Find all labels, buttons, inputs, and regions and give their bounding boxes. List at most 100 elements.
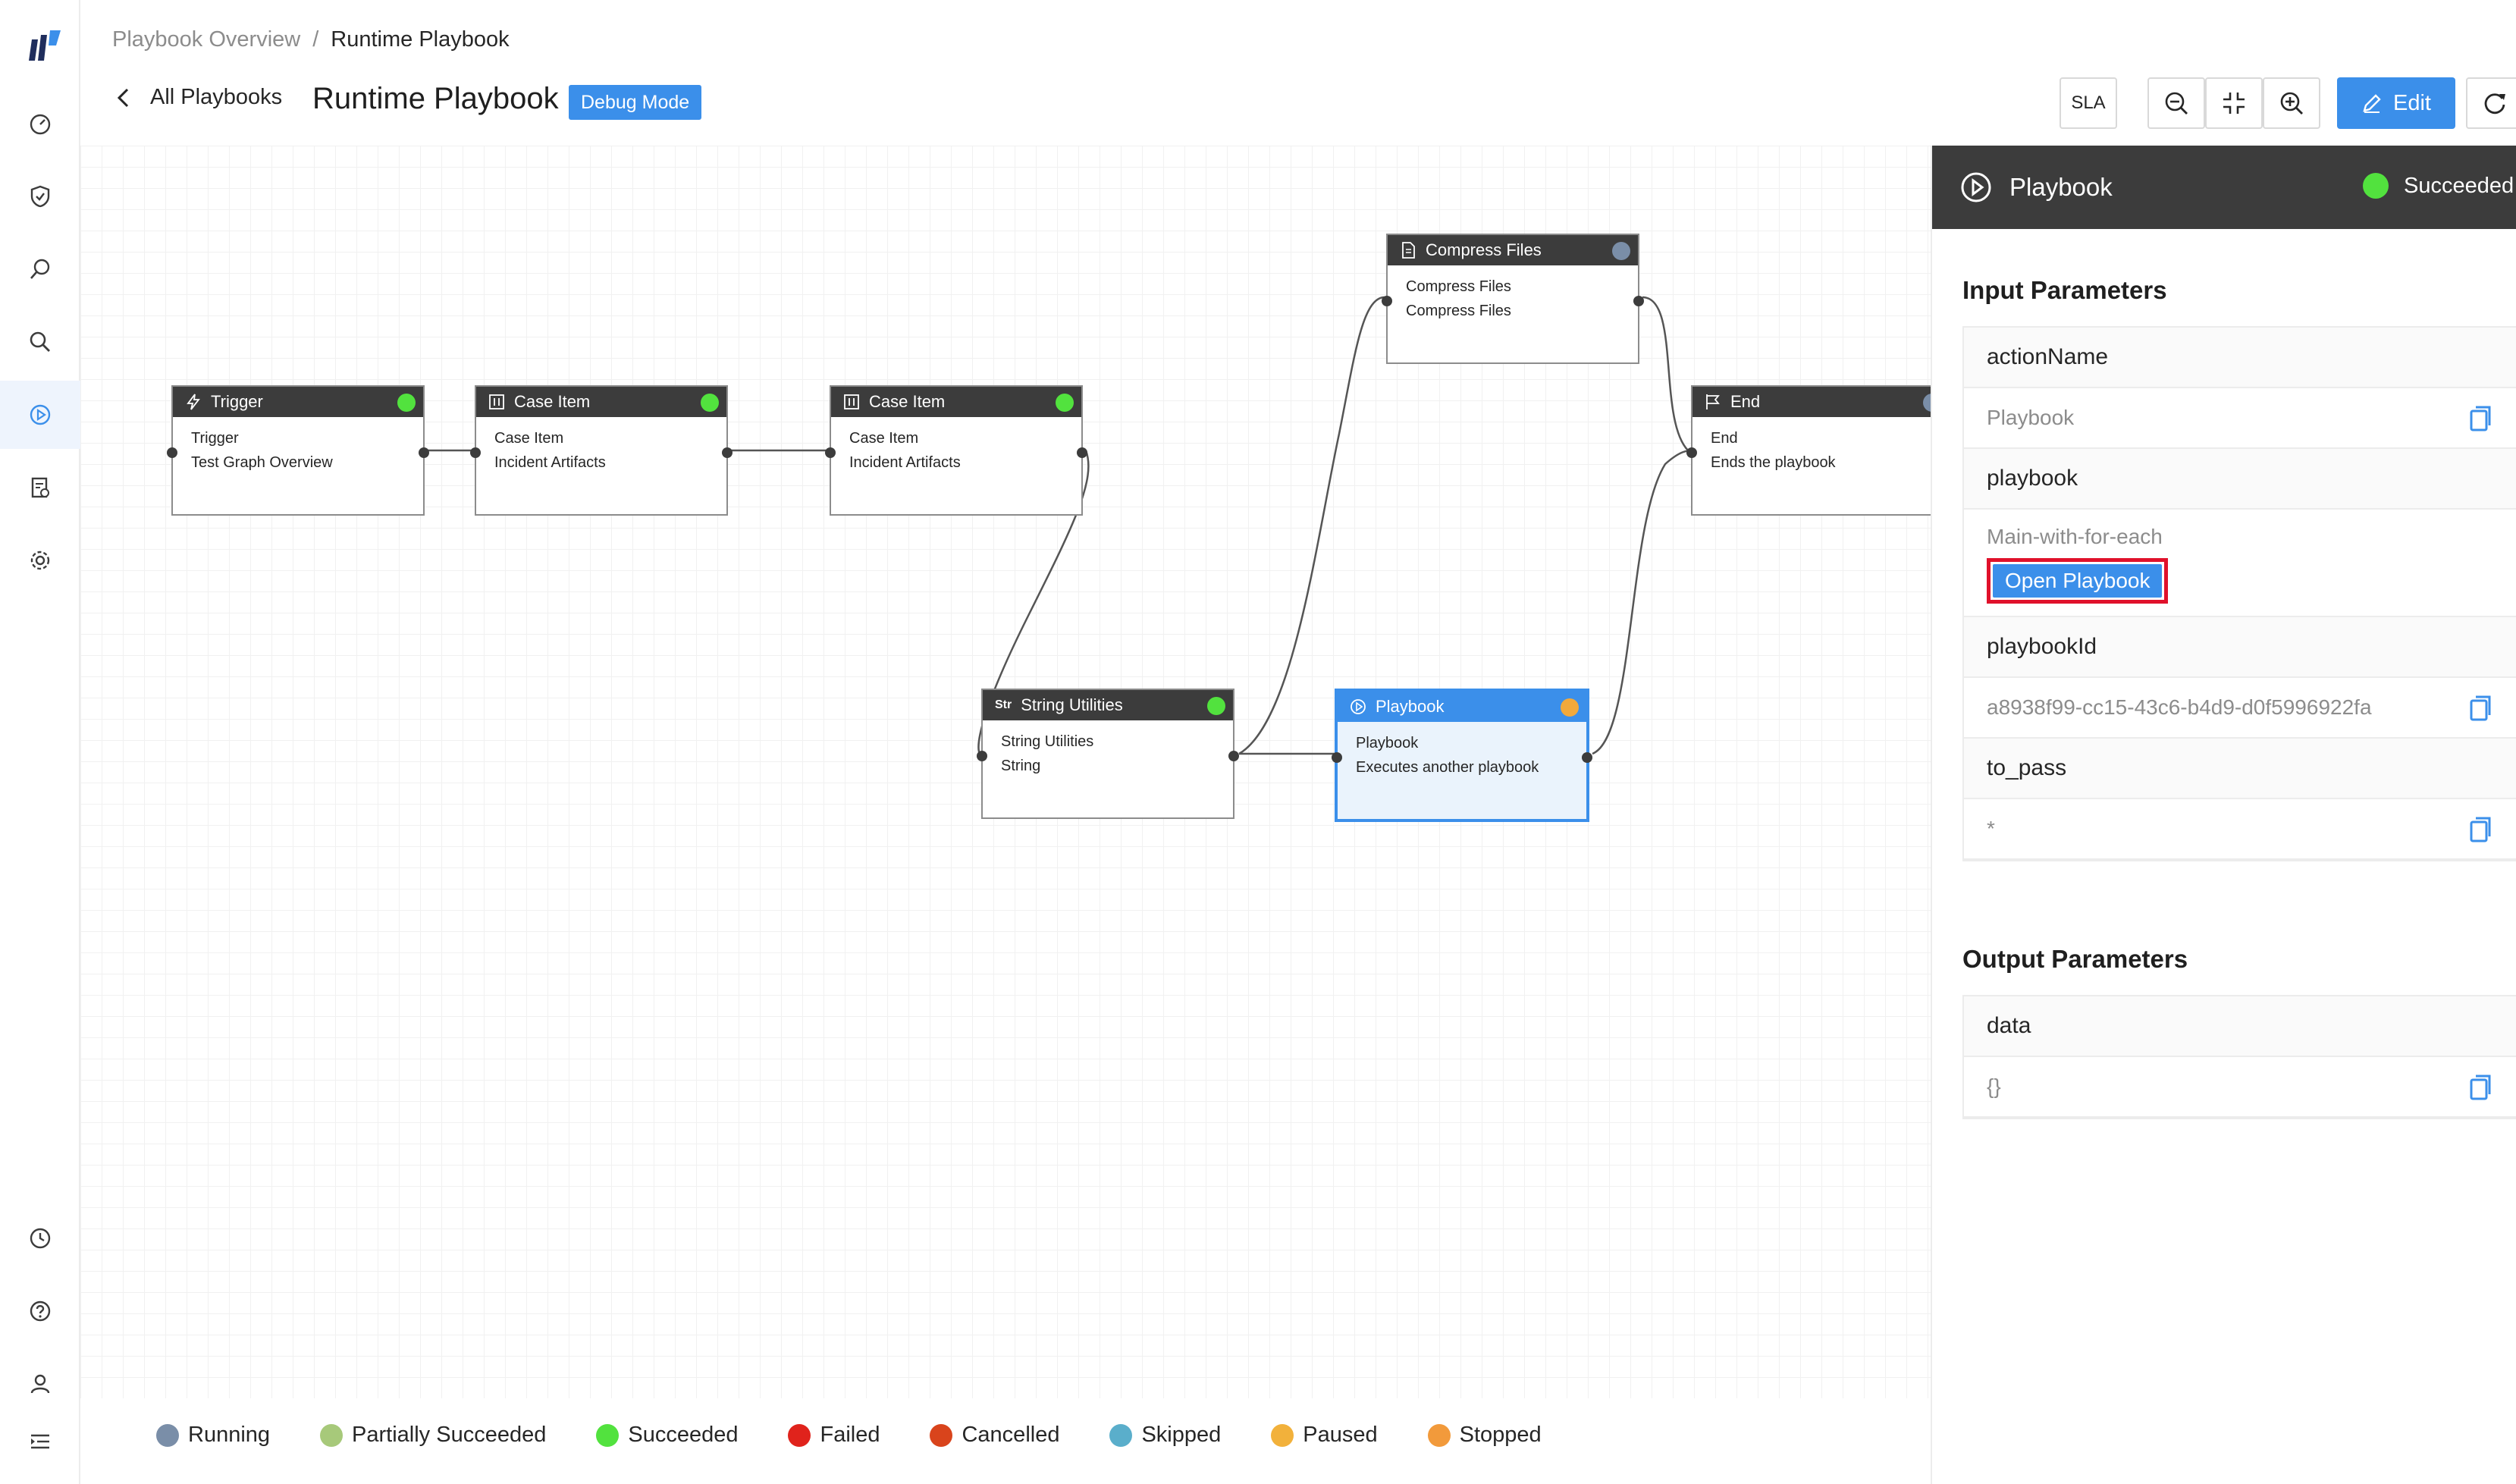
back-label: All Playbooks <box>150 85 283 109</box>
output-port[interactable] <box>1077 447 1087 458</box>
node-status-dot <box>1612 242 1630 260</box>
nav-help[interactable] <box>0 1277 80 1345</box>
back-to-all-playbooks[interactable]: All Playbooks <box>112 85 282 110</box>
node-title: Case Item <box>869 392 946 411</box>
node-header: Case Item <box>831 387 1081 417</box>
node-compress-files[interactable]: Compress Files Compress Files Compress F… <box>1382 234 1644 364</box>
node-line-2: String <box>1001 758 1041 774</box>
edge-compress-end <box>1642 296 1689 451</box>
input-port[interactable] <box>977 751 987 761</box>
nav-investigate[interactable] <box>0 235 80 303</box>
playbook-graph-canvas[interactable]: Trigger Trigger Test Graph Overview Case… <box>80 146 1941 1398</box>
pencil-icon <box>2363 94 2381 113</box>
node-trigger[interactable]: Trigger Trigger Test Graph Overview <box>167 385 429 516</box>
node-status-dot <box>1207 697 1225 715</box>
node-header: End <box>1692 387 1941 417</box>
input-port[interactable] <box>470 447 481 458</box>
param-value-to-pass: * <box>1964 799 2516 860</box>
status-legend: Running Partially Succeeded Succeeded Fa… <box>156 1423 1542 1448</box>
node-body: Case Item Incident Artifacts <box>831 417 1081 484</box>
legend-label: Failed <box>820 1423 880 1447</box>
node-line-1: End <box>1711 430 1738 447</box>
nav-playbooks[interactable] <box>0 381 80 449</box>
node-body: Case Item Incident Artifacts <box>476 417 726 484</box>
legend-dot <box>156 1423 179 1447</box>
node-title: String Utilities <box>1021 695 1123 714</box>
status-dot <box>2363 173 2389 199</box>
legend-dot <box>930 1423 953 1447</box>
output-port[interactable] <box>419 447 429 458</box>
input-port[interactable] <box>825 447 836 458</box>
output-port[interactable] <box>1582 752 1592 763</box>
zoom-out-button[interactable] <box>2147 77 2205 129</box>
nav-search[interactable] <box>0 308 80 376</box>
input-port[interactable] <box>1686 447 1697 458</box>
user-icon <box>30 1374 50 1394</box>
fit-to-screen-button[interactable] <box>2205 77 2263 129</box>
legend-label: Cancelled <box>962 1423 1060 1447</box>
copy-icon[interactable] <box>2469 405 2493 432</box>
output-port[interactable] <box>722 447 733 458</box>
input-port[interactable] <box>167 447 177 458</box>
node-case-item-1[interactable]: Case Item Case Item Incident Artifacts <box>470 385 733 516</box>
nav-dashboard[interactable] <box>0 89 80 158</box>
zoom-in-icon <box>2280 92 2303 115</box>
node-string-utilities[interactable]: Str String Utilities String Utilities St… <box>977 689 1239 819</box>
legend-label: Paused <box>1303 1423 1378 1447</box>
legend-dot <box>788 1423 811 1447</box>
node-status-dot <box>701 394 719 412</box>
nav-history[interactable] <box>0 1204 80 1272</box>
param-value-text: {} <box>1987 1075 2001 1098</box>
compress-arrows-icon <box>2223 93 2245 114</box>
breadcrumb-parent[interactable]: Playbook Overview <box>112 27 301 52</box>
legend-item-partially-succeeded: Partially Succeeded <box>320 1423 546 1448</box>
param-value-playbookid: a8938f99-cc15-43c6-b4d9-d0f5996922fa <box>1964 678 2516 739</box>
breadcrumb: Playbook Overview / Runtime Playbook <box>112 27 510 52</box>
nav-reports[interactable] <box>0 453 80 522</box>
output-parameters-title: Output Parameters <box>1962 945 2188 973</box>
legend-item-cancelled: Cancelled <box>930 1423 1059 1448</box>
node-header: Str String Utilities <box>983 690 1233 720</box>
param-value-playbook: Main-with-for-each Open Playbook <box>1964 510 2516 617</box>
sla-toolbar: SLA <box>2060 77 2117 129</box>
input-port[interactable] <box>1382 296 1392 306</box>
node-body: Playbook Executes another playbook <box>1338 722 1586 789</box>
output-port[interactable] <box>1633 296 1644 306</box>
legend-item-failed: Failed <box>788 1423 880 1448</box>
graph-edges <box>425 296 1693 755</box>
nav-settings[interactable] <box>0 526 80 595</box>
legend-label: Running <box>188 1423 271 1447</box>
zoom-in-button[interactable] <box>2263 77 2320 129</box>
node-header: Trigger <box>173 387 423 417</box>
node-playbook[interactable]: Playbook Playbook Executes another playb… <box>1332 689 1592 822</box>
node-case-item-2[interactable]: Case Item Case Item Incident Artifacts <box>825 385 1087 516</box>
node-line-2: Executes another playbook <box>1356 759 1539 776</box>
nav-user[interactable] <box>0 1350 80 1418</box>
lightning-icon <box>187 394 200 410</box>
legend-label: Stopped <box>1459 1423 1542 1447</box>
node-end[interactable]: End End Ends the playbook <box>1686 385 1941 516</box>
copy-icon[interactable] <box>2469 816 2493 843</box>
shield-check-icon <box>30 185 50 208</box>
nav-collapse-menu[interactable] <box>0 1407 80 1476</box>
node-header: Playbook <box>1338 692 1586 722</box>
edit-button[interactable]: Edit <box>2337 77 2455 129</box>
param-key-data: data <box>1964 996 2516 1057</box>
param-value-text: a8938f99-cc15-43c6-b4d9-d0f5996922fa <box>1987 695 2372 719</box>
input-port[interactable] <box>1332 752 1342 763</box>
open-playbook-button[interactable]: Open Playbook <box>1993 564 2163 598</box>
sla-button[interactable]: SLA <box>2060 77 2117 129</box>
node-line-2: Incident Artifacts <box>494 454 606 471</box>
copy-icon[interactable] <box>2469 695 2493 722</box>
output-port[interactable] <box>1228 751 1239 761</box>
string-icon: Str <box>995 698 1012 711</box>
nav-security[interactable] <box>0 162 80 231</box>
copy-icon[interactable] <box>2469 1074 2493 1101</box>
input-parameters-table: actionName Playbook playbook Main-with-f… <box>1962 326 2516 861</box>
case-item-icon <box>489 394 504 409</box>
refresh-button[interactable] <box>2466 77 2516 129</box>
param-value-text: Playbook <box>1987 406 2075 429</box>
menu-icon <box>31 1434 49 1449</box>
legend-dot <box>1427 1423 1451 1447</box>
app-logo-icon[interactable] <box>29 30 62 64</box>
